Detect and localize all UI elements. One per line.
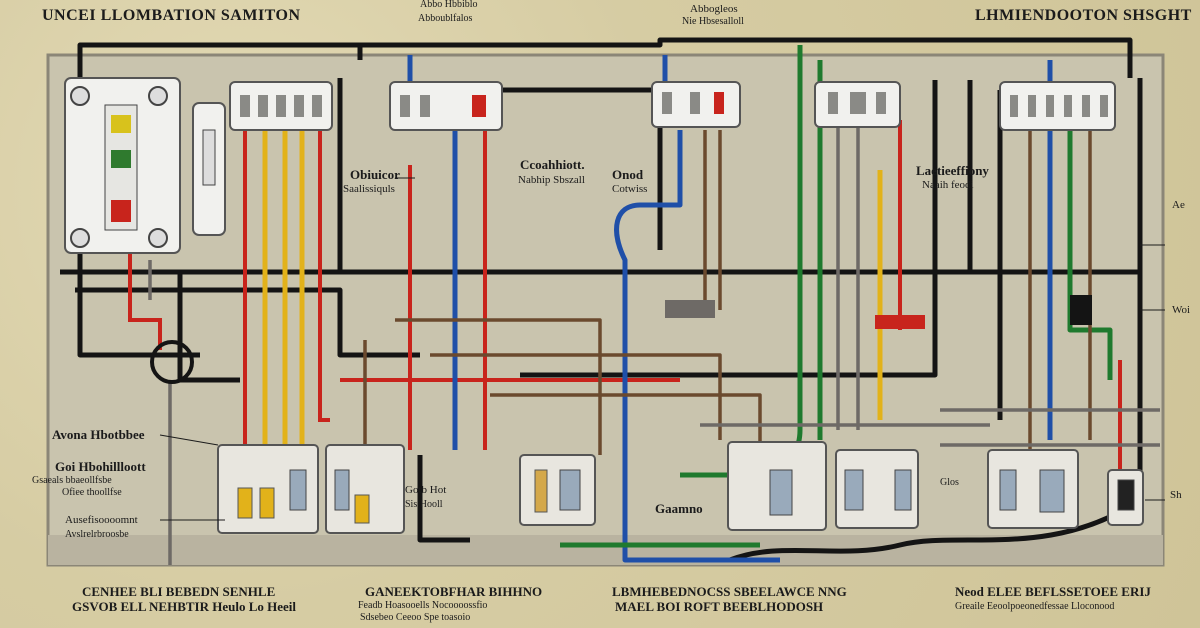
label-bottom-left-2: GSVOB ELL NEHBTIR Heulo Lo Heeil [72,599,297,614]
label-bottom-mid-1: GANEEKTOBFHAR BIHHNO [365,584,543,599]
label-top-right-1: Abbogleos [690,3,738,15]
breaker-screw-bl [70,228,90,248]
breaker-screw-tl [70,86,90,106]
label-left-6: Avslrelrbroosbe [65,529,129,540]
yellow-wires [262,125,883,450]
label-right-edge: Sh [1170,489,1182,501]
outlet-3 [519,454,596,526]
brown-wire-4 [490,393,762,450]
switch-toggle [202,129,216,186]
title-right: LHMIENDOOTON SHSGHT [975,7,1192,24]
label-bottom-center-small-1: Gotb Hot [405,484,447,496]
label-bottom-center-small-2: Sis Hooll [405,499,443,510]
breaker-box [64,77,181,254]
label-left-2: Goi Hbohillloott [55,459,146,474]
horizontal-bus-wire-2 [75,287,420,358]
outlet-2 [325,444,405,534]
label-bottom-left-1: CENHEE BLI BEBEDN SENHLE [82,584,276,599]
terminal-slots [240,92,1108,117]
brown-wire-1 [395,318,602,455]
label-top-center-2: Abboublfalos [418,13,473,24]
breaker-indicator-green [111,150,131,168]
blue-wire-2 [614,130,780,563]
label-bottom-right-2: Greaile Eeoolpoeonedfessae Lloconood [955,601,1115,612]
breaker-screw-br [148,228,168,248]
red-connector [875,315,925,329]
brown-wire-5 [703,130,722,310]
red-wires [128,100,1122,470]
label-mid-center-3: Onod [612,167,644,182]
label-bottom-green: Gaamno [655,501,703,516]
terminal-block-5 [999,81,1116,131]
label-mid-left-1: Obiuicor [350,167,400,182]
breaker-indicator-yellow [111,115,131,133]
label-mid-right-1: Laetieeffiony [916,163,989,178]
brown-wire-3 [430,353,722,440]
label-leaders [159,177,1165,521]
brown-wire-6 [1028,90,1092,450]
label-bottom-center-1: LBMHEBEDNOCSS SBEELAWCE NNG [612,584,847,599]
left-loop-wire [77,250,200,358]
gray-wires [148,120,1160,565]
label-left-5: Ausefisoooomnt [65,514,138,526]
gray-wire-3 [940,408,1160,447]
gray-wire-5 [148,260,172,565]
black-clamp [1070,295,1092,325]
label-left-3: Gsaeals bbaeollfsbe [32,475,112,486]
outlet-details [237,469,548,524]
label-mid-center-1: Ccoahhiott. [520,157,585,172]
title-left: UNCEI LLOMBATION SAMITON [42,7,301,24]
brown-wires [363,90,1092,460]
label-mid-left-2: Saalissiquls [343,183,395,195]
bottom-loop [729,497,1142,563]
label-bottom-right-small: Glos [940,477,959,488]
label-mid-center-2: Nabhip Sbszall [518,174,585,186]
label-mid-right-2: Naaih feodi [922,179,974,191]
red-wire-7 [128,250,162,350]
breaker-indicator-red [111,200,131,222]
terminal-block-2 [389,81,503,131]
label-left-1: Avona Hbotbbee [52,427,145,442]
breaker-screw-tr [148,86,168,106]
label-top-right-2: Nie Hbsesalloll [682,16,744,27]
label-bottom-mid-3: Sdsebeo Ceeoo Spe toasoio [360,612,471,623]
gray-clamp [665,300,715,318]
label-top-center-1: Abbo Hbbiblo [420,0,478,10]
cable-loop [150,340,194,384]
label-bottom-right-1: Neod ELEE BEFLSSETOEE ERIJ [955,584,1151,599]
neutral-wire [337,78,973,378]
label-left-4: Ofiee thoollfse [62,487,122,498]
label-mid-center-4: Cotwiss [612,183,648,195]
red-wire-2 [318,100,330,422]
label-far-right-1: Ae [1172,199,1185,211]
label-far-right-2: Woi [1172,304,1191,316]
wall-switch [192,102,226,236]
label-bottom-center-2: MAEL BOI ROFT BEEBLHODOSH [615,599,824,614]
outlet-sockets [289,469,1135,516]
right-bus-wire [1127,40,1143,500]
label-bottom-mid-2: Feadb Hoasooells Nocoooossfio [358,600,488,611]
